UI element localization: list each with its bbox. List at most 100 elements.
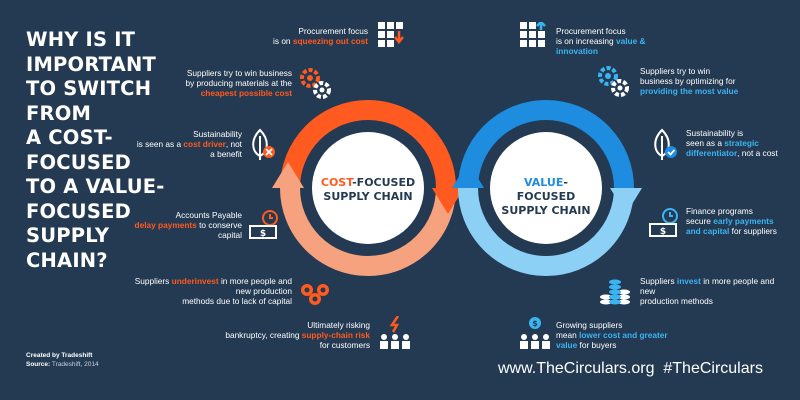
value-item-growing: Growing suppliers mean lower cost and gr… — [556, 320, 684, 350]
item-text: Finance programs — [686, 206, 753, 216]
value-loop-inner — [490, 132, 602, 244]
coins-icon — [298, 282, 332, 306]
svg-text:$: $ — [532, 319, 538, 328]
value-label-line2: SUPPLY CHAIN — [501, 204, 591, 217]
headline-line: TO A VALUE- — [26, 175, 165, 198]
cost-loop-label: COST-FOCUSED SUPPLY CHAIN — [318, 176, 418, 204]
grid-up-icon — [520, 22, 548, 48]
leaf-x-icon — [248, 128, 276, 162]
source-label: Source: — [26, 360, 51, 368]
item-text: is on — [273, 36, 293, 46]
item-highlight: invest — [676, 276, 701, 286]
item-highlight: cost driver — [183, 139, 226, 149]
item-highlight: cheapest possible cost — [200, 88, 292, 98]
item-highlight: providing the most value — [640, 86, 739, 96]
item-text: Sustainability is — [686, 128, 744, 138]
value-item-suppliers-win: Suppliers try to win business by optimiz… — [640, 66, 790, 96]
value-loop-arrowhead — [452, 162, 484, 188]
headline: WHY IS IT IMPORTANT TO SWITCH FROM A COS… — [26, 28, 176, 273]
item-highlight: supply-chain risk — [301, 330, 370, 340]
headline-line: IMPORTANT — [26, 52, 156, 76]
leaf-check-icon — [650, 128, 678, 162]
value-loop-bottom-arc — [458, 187, 634, 276]
headline-line: WHY IS IT — [26, 28, 136, 51]
gears-icon — [298, 66, 332, 100]
value-loop-arrowhead — [610, 188, 642, 214]
headline-line: TO SWITCH — [26, 77, 152, 100]
item-text: , not a benefit — [210, 139, 242, 159]
value-label-rest: -FOCUSED — [516, 176, 576, 203]
cost-item-procurement: Procurement focus is on squeezing out co… — [208, 26, 368, 46]
cost-item-suppliers-win: Suppliers try to win business by produci… — [122, 68, 292, 98]
value-item-finance: Finance programs secure early payments a… — [686, 206, 790, 236]
headline-line: FOCUSED — [26, 199, 131, 223]
item-text: production methods — [640, 296, 713, 306]
cost-item-accounts-payable: Accounts Payable delay payments to conse… — [132, 210, 242, 240]
grid-down-icon — [378, 22, 406, 48]
item-text: for customers — [319, 340, 370, 350]
item-text: Growing suppliers — [556, 320, 623, 330]
item-highlight: lower cost and greater value — [556, 330, 668, 350]
headline-line: FROM — [26, 101, 92, 125]
item-text: is on increasing — [556, 36, 616, 46]
footer-url[interactable]: www.TheCirculars.org #TheCirculars — [498, 360, 763, 377]
headline-line: A COST- — [26, 126, 113, 149]
created-by: Created by Tradeshift — [26, 352, 93, 359]
headline-line: FOCUSED — [26, 150, 131, 174]
value-label-highlight: VALUE — [524, 176, 564, 189]
item-text: mean — [556, 330, 580, 340]
item-text: in more people and new production — [218, 276, 292, 296]
item-text: Suppliers — [640, 276, 677, 286]
item-highlight: value & innovation — [556, 36, 646, 56]
cost-loop-top-arc — [280, 100, 456, 189]
headline-line: SUPPLY — [26, 224, 110, 247]
item-text: is seen as a — [136, 139, 184, 149]
item-highlight: early payments and capital — [686, 216, 774, 236]
item-highlight: delay payments — [134, 220, 197, 230]
item-text: Suppliers try to win — [640, 66, 711, 76]
cost-label-rest: -FOCUSED — [352, 176, 416, 189]
cost-item-underinvest: Suppliers underinvest in more people and… — [132, 276, 292, 306]
credits: Created by Tradeshift Source: Tradeshift… — [26, 352, 99, 369]
cost-label-highlight: COST — [320, 176, 353, 189]
cost-item-sustainability: Sustainability is seen as a cost driver,… — [132, 129, 242, 159]
item-text: business by optimizing for — [640, 76, 736, 86]
item-text: Procurement focus — [556, 26, 626, 36]
gears-icon — [596, 64, 630, 98]
cost-loop — [272, 100, 464, 276]
money-clock-icon: $ — [648, 208, 682, 238]
item-text: Suppliers try to win business — [186, 68, 292, 78]
item-text: bankruptcy, creating — [225, 330, 302, 340]
value-item-sustainability: Sustainability is seen as a strategic di… — [686, 128, 790, 158]
item-text: for suppliers — [729, 226, 777, 236]
value-loop-top-arc — [458, 100, 634, 189]
item-text: seen as a — [686, 138, 725, 148]
item-text: secure — [686, 216, 714, 226]
people-coin-icon: $ — [518, 316, 552, 350]
item-text: by producing materials at the — [185, 78, 292, 88]
cost-loop-bottom-arc — [280, 187, 456, 276]
cost-loop-arrowhead — [432, 188, 464, 214]
cost-loop-arrowhead — [272, 162, 304, 188]
cost-item-bankruptcy: Ultimately risking bankruptcy, creating … — [220, 320, 370, 350]
value-loop-label: VALUE-FOCUSED SUPPLY CHAIN — [496, 176, 596, 218]
item-text: Suppliers — [134, 276, 172, 286]
item-text: Procurement focus — [298, 26, 368, 36]
item-highlight: strategic differentiator — [686, 138, 759, 158]
item-text: Sustainability — [193, 129, 242, 139]
people-lightning-icon — [378, 316, 412, 350]
item-highlight: underinvest — [171, 276, 219, 286]
headline-line: CHAIN? — [26, 248, 108, 272]
item-text: , not a cost — [737, 148, 778, 158]
cost-loop-inner — [312, 132, 424, 244]
svg-text:$: $ — [660, 227, 666, 237]
item-text: to conserve capital — [196, 220, 242, 240]
item-text: Ultimately risking — [307, 320, 370, 330]
value-item-invest: Suppliers invest in more people and new … — [640, 276, 780, 306]
value-loop — [452, 100, 642, 276]
money-clock-icon: $ — [248, 210, 282, 240]
item-text: in more people and new — [640, 276, 775, 296]
item-text: Accounts Payable — [175, 210, 242, 220]
source-value: Tradeshift, 2014 — [51, 360, 99, 368]
